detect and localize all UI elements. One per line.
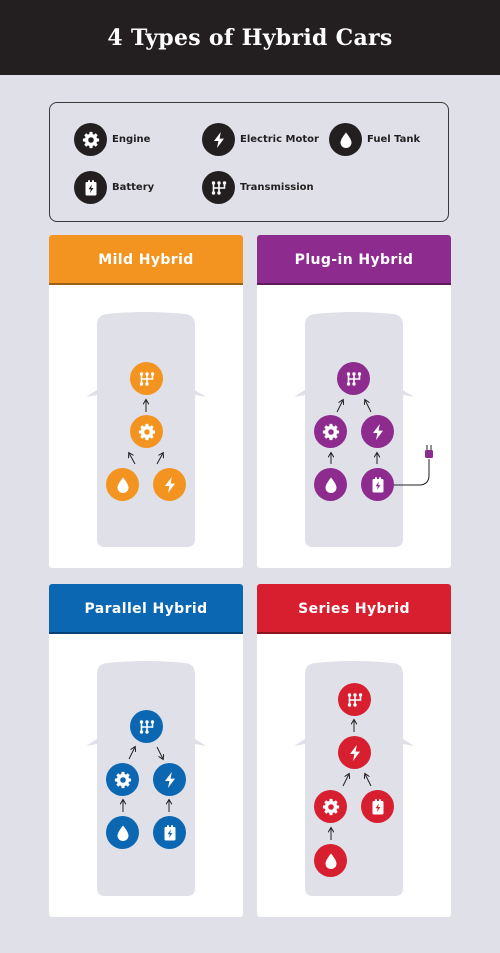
shift-icon xyxy=(202,171,235,204)
shift-icon xyxy=(130,362,163,395)
panel-title-parallel-hybrid: Parallel Hybrid xyxy=(49,584,243,634)
legend-item-fuel-tank: Fuel Tank xyxy=(329,123,420,156)
shift-icon xyxy=(338,683,371,716)
bolt-icon xyxy=(153,763,186,796)
flow-arrows xyxy=(257,235,433,486)
flow-arrows xyxy=(257,584,372,840)
battery-icon xyxy=(361,468,394,501)
panel-title-series-hybrid: Series Hybrid xyxy=(257,584,451,634)
bolt-icon xyxy=(338,736,371,769)
bolt-icon xyxy=(202,123,235,156)
flow-arrows xyxy=(49,235,243,465)
shift-icon xyxy=(130,710,163,743)
drop-icon xyxy=(329,123,362,156)
drop-icon xyxy=(106,468,139,501)
legend-label-engine: Engine xyxy=(112,134,151,145)
legend-item-electric-motor: Electric Motor xyxy=(202,123,319,156)
panel-title-mild-hybrid: Mild Hybrid xyxy=(49,235,243,285)
panel-mild-hybrid: Mild Hybrid xyxy=(49,235,243,568)
gear-icon xyxy=(74,123,107,156)
legend-item-transmission: Transmission xyxy=(202,171,314,204)
legend-box: Engine Electric Motor Fuel Tank Battery … xyxy=(49,102,449,222)
legend-item-battery: Battery xyxy=(74,171,154,204)
header-bar: 4 Types of Hybrid Cars xyxy=(0,0,500,75)
gear-icon xyxy=(106,763,139,796)
drop-icon xyxy=(106,816,139,849)
drop-icon xyxy=(314,468,347,501)
legend-item-engine: Engine xyxy=(74,123,150,156)
panel-title-plug-in-hybrid: Plug-in Hybrid xyxy=(257,235,451,285)
drop-icon xyxy=(314,844,347,877)
panel-plug-in-hybrid: Plug-in Hybrid xyxy=(257,235,451,568)
battery-icon xyxy=(74,171,107,204)
battery-icon xyxy=(361,790,394,823)
panel-series-hybrid: Series Hybrid xyxy=(257,584,451,917)
panel-parallel-hybrid: Parallel Hybrid xyxy=(49,584,243,917)
gear-icon xyxy=(314,415,347,448)
bolt-icon xyxy=(361,415,394,448)
car-silhouette xyxy=(294,661,414,896)
battery-icon xyxy=(153,816,186,849)
gear-icon xyxy=(314,790,347,823)
page-title: 4 Types of Hybrid Cars xyxy=(107,24,393,51)
bolt-icon xyxy=(153,468,186,501)
flow-arrows xyxy=(49,584,243,812)
gear-icon xyxy=(130,415,163,448)
legend-label-battery: Battery xyxy=(112,182,155,193)
legend-label-electric-motor: Electric Motor xyxy=(240,134,319,145)
legend-label-transmission: Transmission xyxy=(240,182,314,193)
legend-label-fuel-tank: Fuel Tank xyxy=(367,134,421,145)
shift-icon xyxy=(337,362,370,395)
